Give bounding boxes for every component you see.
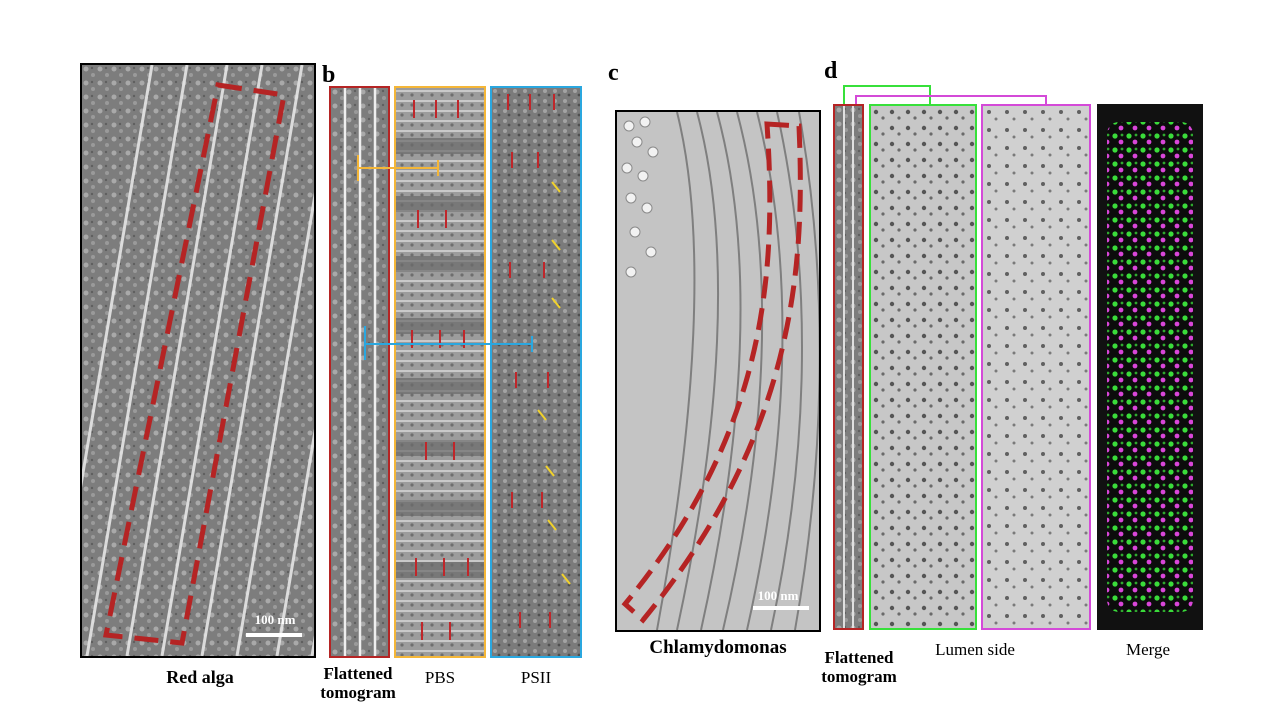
pbs-caption: PBS — [424, 668, 456, 687]
red-alga-scale-label: 100 nm — [254, 612, 296, 627]
psii-panel — [490, 86, 582, 658]
pbs-panel — [394, 86, 486, 658]
connector-lines — [843, 85, 1047, 104]
panel-letter-b: b — [322, 62, 336, 88]
red-alga-caption: Red alga — [166, 667, 234, 687]
merge-caption: Merge — [1125, 640, 1171, 659]
red-alga-dashed-box — [103, 82, 287, 646]
chlamydomonas-micrograph — [615, 110, 821, 632]
chlamydomonas-scale-label: 100 nm — [757, 588, 799, 603]
flattened-tomogram-d — [833, 104, 864, 630]
chlamydomonas-caption: Chlamydomonas — [649, 637, 787, 658]
psii-caption: PSII — [520, 668, 552, 687]
chlamydomonas-dashed-box — [621, 121, 803, 624]
red-alga-micrograph — [80, 63, 316, 658]
flattened-tomogram-caption-d: Flattened tomogram — [821, 648, 897, 686]
flattened-tomogram-red — [329, 86, 390, 658]
lumen-side-caption: Lumen side — [935, 640, 1015, 659]
panel-letter-c: c — [608, 60, 619, 86]
scale-bar — [753, 606, 809, 610]
measurement-brackets — [357, 155, 533, 360]
panel-letter-d: d — [824, 58, 838, 84]
flattened-tomogram-caption-b: Flattened tomogram — [320, 664, 396, 702]
merge-panel — [1097, 104, 1203, 630]
lumen-side-magenta-panel — [981, 104, 1091, 630]
lumen-side-green-panel — [869, 104, 977, 630]
scale-bar — [246, 633, 302, 637]
